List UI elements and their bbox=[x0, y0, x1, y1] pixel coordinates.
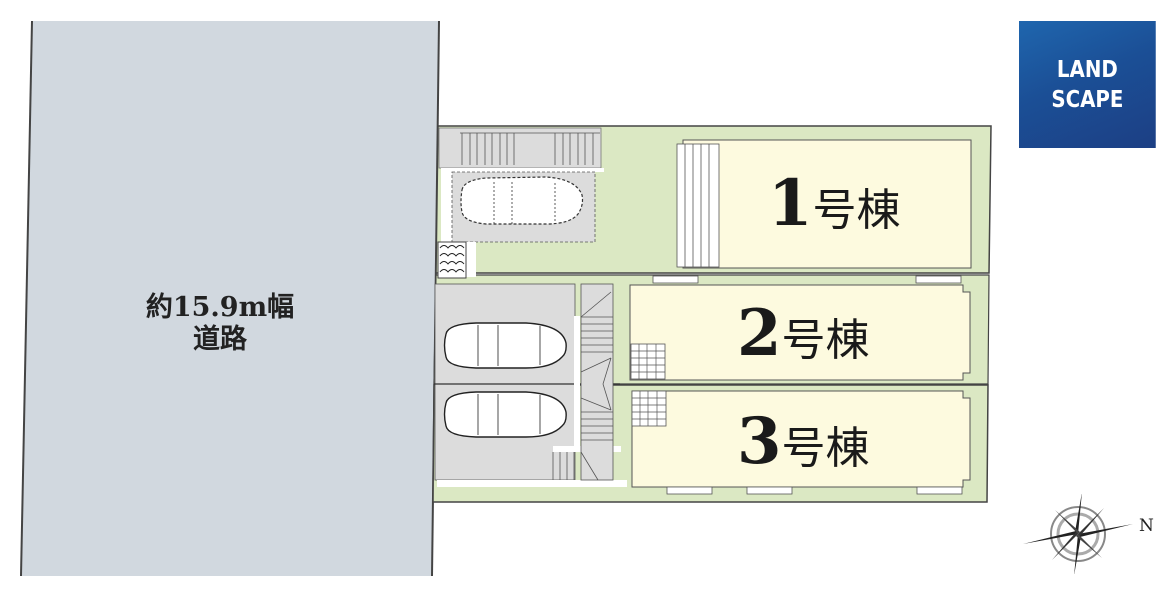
building-suffix: 号棟 bbox=[781, 315, 870, 366]
building-suffix: 号棟 bbox=[781, 423, 870, 474]
building-3 bbox=[631, 390, 971, 495]
building-number: 3 bbox=[737, 404, 782, 479]
lot-2-3-parking bbox=[434, 283, 627, 487]
landscape-logo: LAND SCAPE bbox=[1019, 21, 1156, 148]
road-area bbox=[21, 21, 439, 576]
north-label: N bbox=[1139, 516, 1154, 536]
car-icon bbox=[460, 176, 584, 225]
road-type-text: 道路 bbox=[193, 324, 247, 355]
building-number: 2 bbox=[737, 296, 782, 371]
road-width-text: 約15.9m幅 bbox=[145, 292, 295, 323]
road-label: 約15.9m幅 道路 bbox=[120, 292, 320, 356]
planter bbox=[437, 241, 467, 279]
car-icon bbox=[443, 322, 567, 369]
building-2 bbox=[629, 284, 971, 381]
building-3-label: 3号棟 bbox=[737, 404, 870, 479]
building-2-label: 2号棟 bbox=[737, 296, 870, 371]
compass-rose-icon bbox=[1023, 494, 1133, 574]
lot-1-parking bbox=[437, 127, 604, 279]
building-1 bbox=[676, 139, 972, 269]
road-edge-left bbox=[20, 20, 33, 577]
car-icon bbox=[443, 391, 567, 438]
building-1-label: 1号棟 bbox=[768, 166, 901, 241]
deck bbox=[676, 143, 720, 268]
logo-line-1: LAND bbox=[1056, 56, 1118, 83]
building-suffix: 号棟 bbox=[812, 185, 901, 236]
building-number: 1 bbox=[768, 166, 813, 241]
logo-line-2: SCAPE bbox=[1051, 86, 1124, 113]
